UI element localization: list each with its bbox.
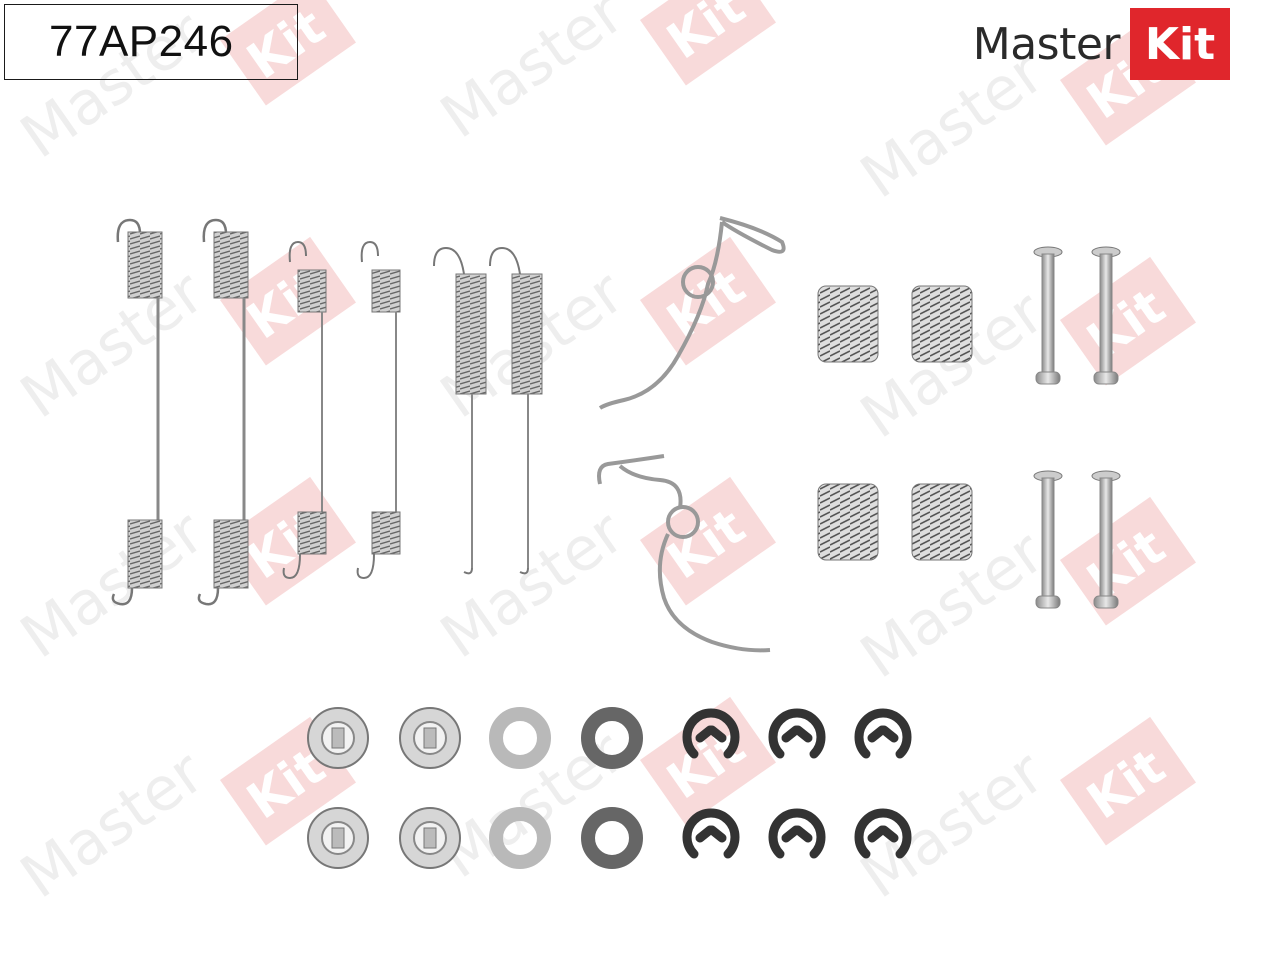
e-clip-6 xyxy=(854,808,912,859)
hook-spring-2 xyxy=(489,246,543,575)
flat-washer-2 xyxy=(581,707,643,769)
brand-name-main: Master xyxy=(972,18,1121,70)
hold-down-pin-3 xyxy=(1033,470,1063,609)
hook-spring-1 xyxy=(433,246,487,575)
e-clip-4 xyxy=(682,808,740,859)
e-clip-2 xyxy=(768,708,826,759)
compression-spring-1 xyxy=(817,285,879,363)
spring-cap-2 xyxy=(399,707,461,769)
part-number-box: 77AP246 xyxy=(4,4,298,80)
bent-wire-spring-1 xyxy=(598,216,786,410)
spring-cap-3 xyxy=(307,807,369,869)
e-clip-3 xyxy=(854,708,912,759)
compression-spring-4 xyxy=(911,483,973,561)
flat-washer-3 xyxy=(489,807,551,869)
brand-logo: Master Kit xyxy=(973,8,1230,80)
medium-spring-1 xyxy=(282,240,327,580)
e-clip-1 xyxy=(682,708,740,759)
e-clip-5 xyxy=(768,808,826,859)
flat-washer-1 xyxy=(489,707,551,769)
spring-cap-1 xyxy=(307,707,369,769)
long-spring-1 xyxy=(111,218,163,606)
compression-spring-2 xyxy=(911,285,973,363)
hold-down-pin-4 xyxy=(1091,470,1121,609)
medium-spring-2 xyxy=(356,240,401,580)
brand-name-accent: Kit xyxy=(1130,8,1230,80)
spring-cap-4 xyxy=(399,807,461,869)
flat-washer-4 xyxy=(581,807,643,869)
hold-down-pin-2 xyxy=(1091,246,1121,385)
hold-down-pin-1 xyxy=(1033,246,1063,385)
long-spring-2 xyxy=(197,218,249,606)
part-number: 77AP246 xyxy=(49,17,234,66)
bent-wire-spring-2 xyxy=(597,454,771,653)
compression-spring-3 xyxy=(817,483,879,561)
